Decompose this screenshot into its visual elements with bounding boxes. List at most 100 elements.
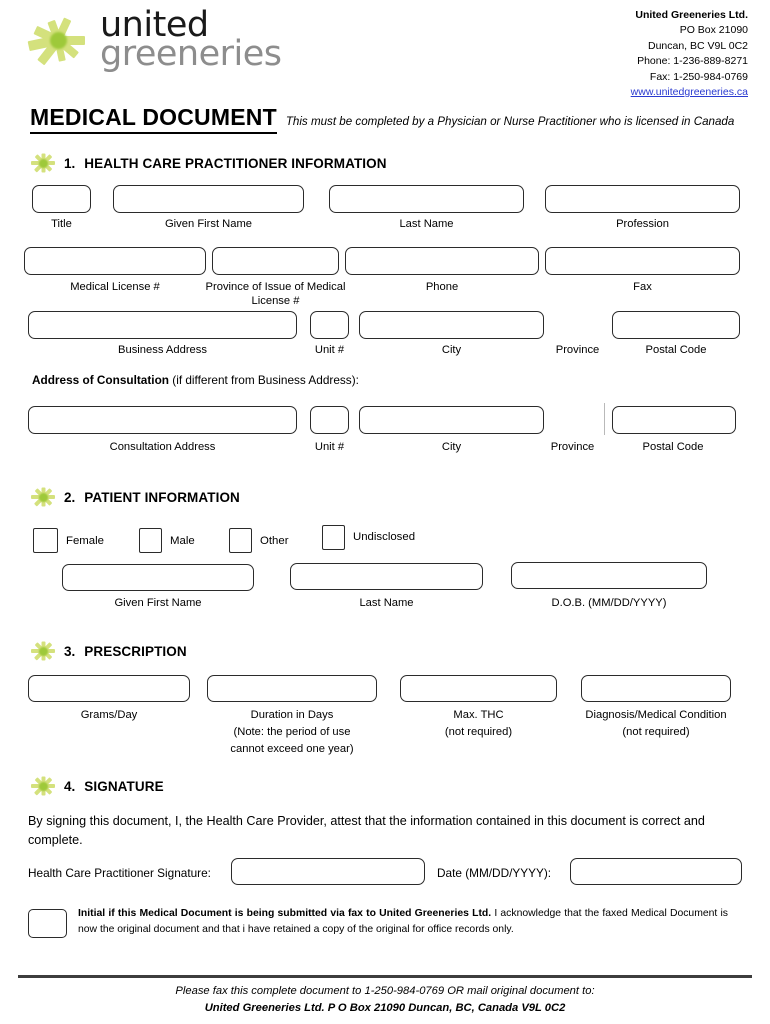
label-business-province: Province xyxy=(555,344,600,356)
company-phone: Phone: 1-236-889-8271 xyxy=(637,55,748,68)
label-grams-per-day: Grams/Day xyxy=(80,709,138,721)
page-header: united greeneries United Greeneries Ltd.… xyxy=(0,0,770,98)
section-label: HEALTH CARE PRACTITIONER INFORMATION xyxy=(84,155,387,171)
fax-initial-bold: Initial if this Medical Document is bein… xyxy=(78,908,492,919)
consultation-address-heading: Address of Consultation (if different fr… xyxy=(32,373,359,387)
input-practitioner-fax[interactable] xyxy=(545,247,740,275)
company-logo: united greeneries xyxy=(22,4,282,76)
fax-initial-rest: I acknowledge that the faxed Medical Doc… xyxy=(78,908,728,936)
company-name: United Greeneries Ltd. xyxy=(635,9,748,21)
label-signature: Health Care Practitioner Signature: xyxy=(28,866,211,880)
input-title[interactable] xyxy=(32,185,91,213)
label-patient-given-first-name: Given First Name xyxy=(114,597,202,609)
input-patient-last-name[interactable] xyxy=(290,563,483,590)
input-consultation-unit[interactable] xyxy=(310,406,349,434)
input-business-unit[interactable] xyxy=(310,311,349,339)
starburst-leaf-icon xyxy=(28,482,58,512)
input-medical-license[interactable] xyxy=(24,247,206,275)
company-contact-block: United Greeneries Ltd. PO Box 21090 Dunc… xyxy=(631,8,748,101)
section-heading-prescription: 3. PRESCRIPTION xyxy=(28,636,187,666)
section-heading-patient: 2. PATIENT INFORMATION xyxy=(28,482,240,512)
input-practitioner-phone[interactable] xyxy=(345,247,539,275)
label-undisclosed: Undisclosed xyxy=(353,531,416,543)
company-city: Duncan, BC V9L 0C2 xyxy=(647,39,748,52)
consultation-heading-bold: Address of Consultation xyxy=(32,373,169,387)
input-last-name[interactable] xyxy=(329,185,524,213)
label-patient-dob: D.O.B. (MM/DD/YYYY) xyxy=(551,597,667,609)
label-consultation-address: Consultation Address xyxy=(109,441,216,453)
starburst-leaf-icon xyxy=(22,4,94,76)
input-given-first-name[interactable] xyxy=(113,185,304,213)
label-max-thc-note: (not required) xyxy=(444,726,513,738)
starburst-leaf-icon xyxy=(28,771,58,801)
footer-line-1: Please fax this complete document to 1-2… xyxy=(175,985,595,997)
input-business-address[interactable] xyxy=(28,311,297,339)
label-duration-note-line1: (Note: the period of use xyxy=(233,726,351,738)
section-number: 4. xyxy=(64,778,76,794)
input-duration-in-days[interactable] xyxy=(207,675,377,702)
checkbox-female[interactable] xyxy=(33,528,58,553)
input-patient-given-first-name[interactable] xyxy=(62,564,254,591)
footer-text: Please fax this complete document to 1-2… xyxy=(0,983,770,1018)
input-date[interactable] xyxy=(570,858,742,885)
label-consultation-city: City xyxy=(441,441,462,453)
section-heading-signature: 4. SIGNATURE xyxy=(28,771,164,801)
page-title: MEDICAL DOCUMENT xyxy=(30,104,277,134)
company-po-box: PO Box 21090 xyxy=(679,24,748,37)
footer-line-2: United Greeneries Ltd. P O Box 21090 Dun… xyxy=(204,1002,566,1015)
checkbox-male[interactable] xyxy=(139,528,162,553)
label-business-unit: Unit # xyxy=(314,344,345,356)
label-consultation-postal-code: Postal Code xyxy=(642,441,704,453)
input-signature[interactable] xyxy=(231,858,425,885)
label-patient-last-name: Last Name xyxy=(359,597,414,609)
logo-word-united: united xyxy=(100,4,209,45)
label-diagnosis: Diagnosis/Medical Condition xyxy=(585,709,727,721)
company-fax: Fax: 1-250-984-0769 xyxy=(649,70,748,83)
input-diagnosis[interactable] xyxy=(581,675,731,702)
fax-initial-text: Initial if this Medical Document is bein… xyxy=(78,906,728,939)
label-duration-in-days: Duration in Days xyxy=(250,709,334,721)
label-province-of-issue: Province of Issue of Medical License # xyxy=(205,281,346,308)
divider xyxy=(604,403,605,435)
section-label: SIGNATURE xyxy=(84,778,164,794)
input-business-postal-code[interactable] xyxy=(612,311,740,339)
label-practitioner-fax: Fax xyxy=(633,281,652,293)
company-website-link[interactable]: www.unitedgreeneries.ca xyxy=(630,86,748,99)
input-consultation-address[interactable] xyxy=(28,406,297,434)
checkbox-other[interactable] xyxy=(229,528,252,553)
label-profession: Profession xyxy=(616,218,669,230)
label-max-thc: Max. THC xyxy=(453,709,504,721)
label-other: Other xyxy=(260,535,289,547)
section-number: 2. xyxy=(64,489,76,505)
label-female: Female xyxy=(66,535,104,547)
checkbox-undisclosed[interactable] xyxy=(322,525,345,550)
input-max-thc[interactable] xyxy=(400,675,557,702)
label-given-first-name: Given First Name xyxy=(164,218,253,230)
label-date: Date (MM/DD/YYYY): xyxy=(437,866,552,880)
label-title: Title xyxy=(51,218,72,230)
page-subtitle: This must be completed by a Physician or… xyxy=(285,115,735,128)
input-consultation-postal-code[interactable] xyxy=(612,406,736,434)
document-title-row: MEDICAL DOCUMENT This must be completed … xyxy=(30,104,760,134)
input-profession[interactable] xyxy=(545,185,740,213)
input-fax-initial[interactable] xyxy=(28,909,67,938)
logo-word-greeneries: greeneries xyxy=(100,34,282,74)
input-grams-per-day[interactable] xyxy=(28,675,190,702)
input-province-of-issue[interactable] xyxy=(212,247,339,275)
input-patient-dob[interactable] xyxy=(511,562,707,589)
input-consultation-city[interactable] xyxy=(359,406,544,434)
label-medical-license: Medical License # xyxy=(70,281,160,293)
label-practitioner-phone: Phone xyxy=(425,281,459,293)
starburst-leaf-icon xyxy=(28,148,58,178)
footer-divider xyxy=(18,975,752,978)
input-business-city[interactable] xyxy=(359,311,544,339)
section-number: 1. xyxy=(64,155,76,171)
label-consultation-province: Province xyxy=(550,441,595,453)
consultation-heading-rest: (if different from Business Address): xyxy=(172,373,359,387)
label-last-name: Last Name xyxy=(399,218,454,230)
section-heading-practitioner: 1. HEALTH CARE PRACTITIONER INFORMATION xyxy=(28,148,387,178)
label-business-postal-code: Postal Code xyxy=(645,344,707,356)
label-male: Male xyxy=(170,535,195,547)
label-consultation-unit: Unit # xyxy=(314,441,345,453)
